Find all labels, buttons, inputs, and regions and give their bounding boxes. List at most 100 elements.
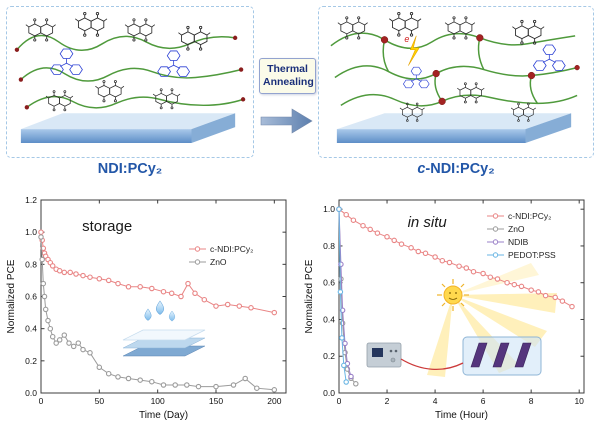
data-point bbox=[96, 364, 103, 371]
electron-label: e bbox=[404, 34, 409, 44]
data-point bbox=[137, 377, 143, 383]
data-point bbox=[342, 340, 348, 347]
data-point bbox=[242, 375, 248, 382]
data-point bbox=[38, 229, 44, 235]
data-point bbox=[511, 281, 518, 288]
legend-label: c-NDI:PCy₂ bbox=[508, 211, 551, 221]
svg-text:0.6: 0.6 bbox=[25, 292, 37, 302]
data-point bbox=[213, 383, 219, 390]
axes bbox=[338, 199, 585, 394]
crosslinked-film-label: c-NDI:PCy₂ bbox=[417, 161, 495, 177]
pcy2-molecules bbox=[50, 48, 190, 77]
svg-text:0.6: 0.6 bbox=[323, 278, 335, 288]
data-point bbox=[40, 245, 47, 252]
data-point bbox=[53, 340, 59, 346]
svg-text:0.0: 0.0 bbox=[25, 388, 37, 398]
data-point bbox=[487, 274, 494, 280]
data-point bbox=[353, 381, 359, 387]
data-point bbox=[125, 284, 132, 290]
crosslinked-polymer-network bbox=[330, 32, 578, 107]
pristine-film-panel bbox=[6, 6, 254, 158]
data-point bbox=[160, 288, 167, 295]
ndi-molecules bbox=[337, 11, 545, 122]
data-point bbox=[66, 340, 72, 346]
device-stack-illustration bbox=[122, 329, 206, 357]
data-point bbox=[542, 292, 549, 299]
data-point bbox=[115, 374, 121, 380]
series-PEDOT:PSS bbox=[336, 206, 349, 385]
data-point bbox=[38, 234, 44, 240]
data-point bbox=[271, 387, 278, 393]
data-point bbox=[360, 222, 366, 229]
svg-text:1.0: 1.0 bbox=[25, 227, 37, 237]
svg-text:1.0: 1.0 bbox=[323, 204, 335, 214]
data-point bbox=[61, 269, 68, 276]
data-point bbox=[432, 254, 438, 260]
chart-annotation: in situ bbox=[408, 214, 448, 231]
data-point bbox=[96, 276, 103, 282]
data-point bbox=[504, 279, 510, 286]
legend-label: NDIB bbox=[508, 237, 529, 247]
svg-text:0.2: 0.2 bbox=[323, 351, 335, 361]
svg-text:2: 2 bbox=[385, 396, 390, 406]
data-point bbox=[87, 350, 93, 356]
chart-annotation: storage bbox=[82, 218, 132, 235]
solar-cell-container-illustration bbox=[462, 336, 542, 376]
data-point bbox=[87, 274, 93, 280]
data-point bbox=[339, 335, 345, 341]
data-point bbox=[184, 382, 190, 388]
cable bbox=[400, 358, 464, 371]
data-point bbox=[195, 383, 202, 390]
data-point bbox=[236, 303, 243, 309]
data-point bbox=[49, 333, 56, 340]
data-point bbox=[552, 294, 558, 301]
data-point bbox=[149, 378, 155, 385]
svg-text:4: 4 bbox=[433, 396, 438, 406]
data-point bbox=[248, 305, 254, 311]
svg-text:1.2: 1.2 bbox=[25, 195, 37, 205]
data-point bbox=[446, 259, 453, 266]
data-point bbox=[41, 293, 48, 300]
data-point bbox=[56, 337, 63, 343]
axes bbox=[40, 199, 287, 394]
data-point bbox=[47, 325, 54, 332]
data-point bbox=[398, 241, 405, 247]
data-point bbox=[384, 234, 390, 240]
data-point bbox=[230, 382, 237, 388]
data-point bbox=[168, 290, 175, 297]
substrate-slab bbox=[336, 113, 572, 144]
crosslinked-film-panel: e bbox=[318, 6, 594, 158]
pristine-film-illustration bbox=[14, 12, 246, 144]
chain-end-dots bbox=[14, 35, 246, 110]
data-point bbox=[535, 289, 542, 295]
sun-icon bbox=[437, 279, 469, 311]
data-point bbox=[224, 301, 231, 308]
svg-text:0.2: 0.2 bbox=[25, 356, 37, 366]
data-point bbox=[374, 230, 381, 236]
svg-text:150: 150 bbox=[209, 396, 223, 406]
data-point bbox=[408, 245, 414, 251]
data-point bbox=[470, 268, 477, 275]
x-axis-label: Time (Day) bbox=[139, 410, 188, 421]
data-point bbox=[61, 332, 68, 338]
data-point bbox=[80, 346, 86, 353]
data-point bbox=[160, 382, 167, 388]
legend-label: c-NDI:PCy₂ bbox=[210, 244, 253, 254]
data-point bbox=[105, 370, 112, 377]
data-point bbox=[39, 256, 45, 263]
data-point bbox=[337, 289, 344, 295]
data-point bbox=[456, 263, 462, 269]
data-point bbox=[73, 271, 79, 277]
svg-text:6: 6 bbox=[481, 396, 486, 406]
data-point bbox=[185, 280, 191, 287]
data-point bbox=[49, 263, 56, 269]
svg-text:0.0: 0.0 bbox=[323, 388, 335, 398]
series-c-NDI:PCy₂ bbox=[38, 229, 278, 316]
data-point bbox=[343, 211, 349, 218]
svg-text:0.4: 0.4 bbox=[323, 314, 335, 324]
